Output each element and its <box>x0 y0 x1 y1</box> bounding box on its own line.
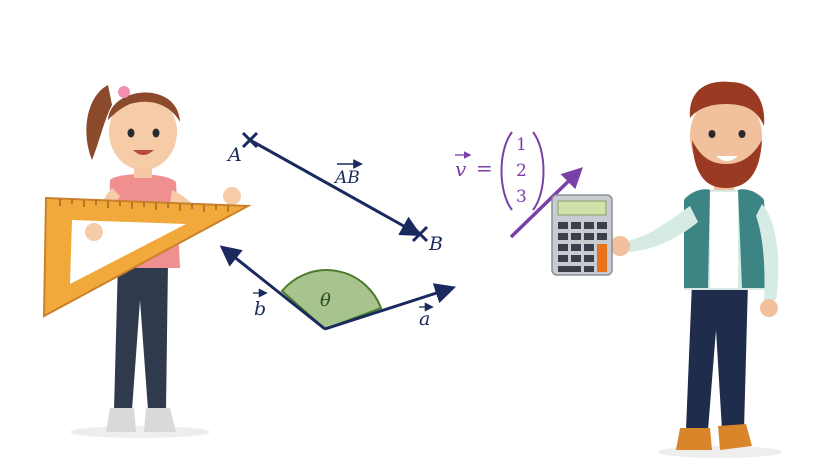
vector-v-label: v <box>455 157 467 181</box>
svg-text:a: a <box>419 308 430 330</box>
vector-b-arrow <box>219 245 326 331</box>
vector-a-label: a <box>419 302 434 330</box>
right-parenthesis <box>532 131 545 211</box>
point-a-label: A <box>226 144 242 166</box>
point-b-cross-icon <box>411 225 429 243</box>
angle-theta-arc <box>280 269 383 331</box>
svg-text:b: b <box>254 298 266 320</box>
vector-component-1: 1 <box>516 135 527 155</box>
vector-b-label: b <box>253 288 268 320</box>
angle-theta-label: θ <box>320 290 331 311</box>
vector-ab-label: AB <box>333 159 363 188</box>
point-a-cross-icon <box>241 131 259 149</box>
column-vector-notation: v = 1 2 3 <box>455 131 584 239</box>
purple-vector-arrow <box>509 167 584 239</box>
calculator-icon <box>551 194 613 276</box>
angle-between-vectors-diagram: θ b a <box>219 245 456 331</box>
equals-sign: = <box>476 156 493 180</box>
segment-ab-diagram: A B AB <box>226 131 443 255</box>
vector-component-2: 2 <box>516 161 527 181</box>
man-character <box>610 81 782 458</box>
vector-component-3: 3 <box>516 187 527 207</box>
vector-a-arrow <box>324 283 456 331</box>
svg-text:AB: AB <box>333 168 360 188</box>
point-b-label: B <box>428 233 443 255</box>
segment-ab-line <box>249 138 422 237</box>
left-parenthesis <box>500 131 513 211</box>
